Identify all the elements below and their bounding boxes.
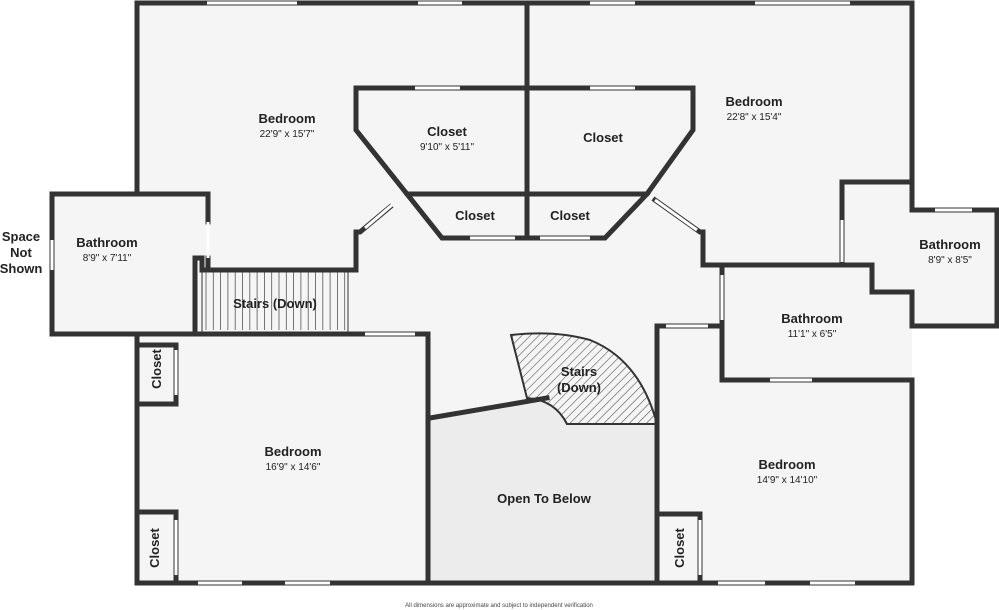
closet-top-left-dims: 9'10" x 5'11"	[420, 142, 475, 153]
closet-mid-right-name: Closet	[550, 208, 590, 223]
space-not-shown-label: Space Not Shown	[0, 229, 42, 276]
room-labels: Bedroom 22'9" x 15'7" Bedroom 22'8" x 15…	[76, 94, 980, 568]
disclaimer-text: All dimensions are approximate and subje…	[405, 603, 593, 609]
space-not-shown-line2: Not	[10, 245, 32, 260]
closet-top-left-name: Closet	[427, 124, 467, 139]
open-to-below-name: Open To Below	[497, 491, 592, 506]
bedroom-sw-dims: 16'9" x 14'6"	[266, 462, 321, 473]
bedroom-ne-dims: 22'8" x 15'4"	[727, 112, 782, 123]
closet-mid-left-name: Closet	[455, 208, 495, 223]
open-to-below-area	[430, 398, 657, 583]
straight-stairs	[201, 269, 349, 333]
bedroom-ne-name: Bedroom	[725, 94, 782, 109]
space-not-shown-line3: Shown	[0, 261, 42, 276]
bedroom-nw-dims: 22'9" x 15'7"	[260, 129, 315, 140]
closet-w-upper-name: Closet	[149, 348, 164, 388]
curved-stairs-hatch	[509, 332, 659, 425]
bathroom-e-name: Bathroom	[919, 237, 980, 252]
closet-w-lower-name: Closet	[147, 527, 162, 567]
bathroom-center-dims: 11'1" x 6'5"	[788, 329, 837, 340]
bathroom-w-name: Bathroom	[76, 235, 137, 250]
closet-top-right-name: Closet	[583, 130, 623, 145]
bedroom-nw-name: Bedroom	[258, 111, 315, 126]
bedroom-sw-name: Bedroom	[264, 444, 321, 459]
space-not-shown-line1: Space	[2, 229, 40, 244]
bathroom-w-dims: 8'9" x 7'11"	[83, 253, 132, 264]
stairs-curved-line1: Stairs	[561, 364, 597, 379]
windows	[50, 1, 972, 585]
closet-se-name: Closet	[672, 527, 687, 567]
stairs-straight-name: Stairs (Down)	[233, 296, 317, 311]
bathroom-e-dims: 8'9" x 8'5"	[928, 255, 972, 266]
bedroom-se-name: Bedroom	[758, 457, 815, 472]
stairs-curved-line2: (Down)	[557, 380, 601, 395]
bathroom-center-name: Bathroom	[781, 311, 842, 326]
bedroom-se-dims: 14'9" x 14'10"	[757, 475, 818, 486]
